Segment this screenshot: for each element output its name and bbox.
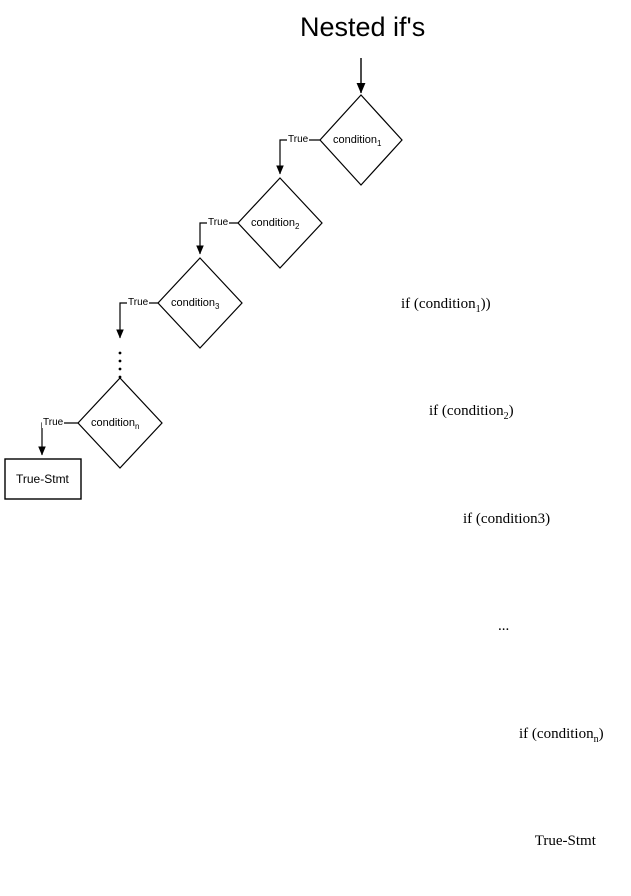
code-line-1: if (condition1)) <box>401 295 491 315</box>
edge-label-true-1: True <box>287 134 310 145</box>
code-line-6: True-Stmt <box>534 833 596 849</box>
code-line-4-ellipsis: ... <box>498 618 510 634</box>
node-condition-1 <box>319 94 403 186</box>
code-snippet: if (condition1)) if (condition2) if (con… <box>386 229 604 896</box>
flowchart-canvas <box>4 58 403 500</box>
node-condition-3-label: condition3 <box>171 297 220 312</box>
code-line-3: if (condition3) <box>463 510 551 527</box>
node-condition-1-label: condition1 <box>333 134 382 149</box>
edge-condition-3-to-ellipsis <box>116 302 158 339</box>
edge-label-true-n: True <box>42 417 65 428</box>
edge-label-true-3: True <box>127 297 150 308</box>
code-line-2: if (condition2) <box>429 403 514 422</box>
node-condition-2-label: condition2 <box>251 217 300 232</box>
edge-condition-1-to-condition-2 <box>276 139 320 175</box>
edge-label-true-2: True <box>207 217 230 228</box>
node-condition-3 <box>157 257 243 349</box>
node-true-stmt-label: True-Stmt <box>16 472 69 486</box>
node-condition-n <box>77 377 163 469</box>
vertical-ellipsis-icon <box>118 351 122 379</box>
node-condition-2 <box>237 177 323 269</box>
node-condition-n-label: conditionn <box>91 417 140 432</box>
node-true-stmt <box>4 458 82 500</box>
code-line-5: if (conditionn) <box>519 725 604 745</box>
page-title: Nested if's <box>300 12 426 42</box>
